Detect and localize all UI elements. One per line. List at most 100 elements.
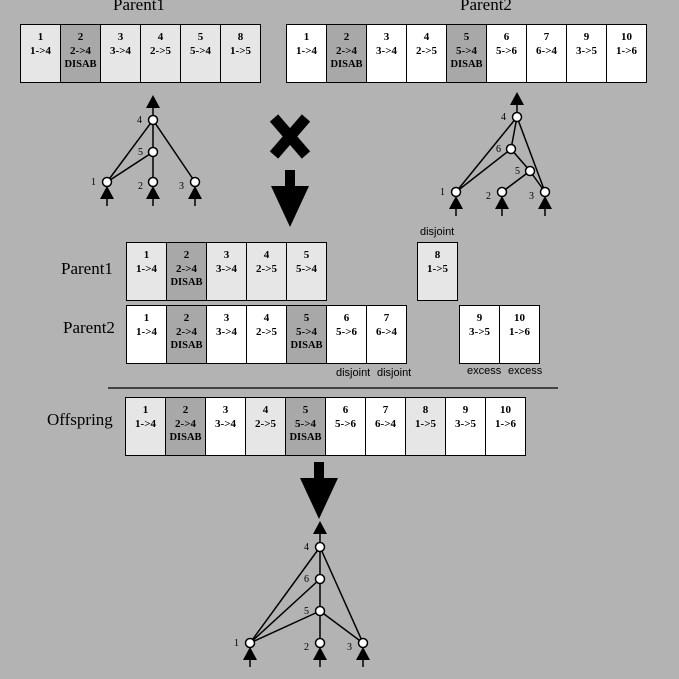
gene-connection: 5->4	[296, 326, 317, 338]
gene-connection: 1->5	[230, 45, 251, 57]
gene-connection: 3->4	[215, 418, 236, 430]
gene-connection: 2->4	[175, 418, 196, 430]
gene-innovation-number: 9	[583, 31, 590, 43]
node-2	[147, 176, 159, 188]
node-4	[147, 114, 159, 126]
gene-connection: 2->5	[256, 263, 277, 275]
node-6	[505, 143, 517, 155]
gene-innovation-number: 10	[621, 31, 632, 43]
gene-innovation-number: 8	[422, 404, 429, 416]
gene-cell: 9 3->5	[566, 24, 607, 83]
gene-disabled-flag: DISAB	[450, 59, 483, 70]
gene-disabled-flag: DISAB	[289, 432, 322, 443]
node-label-1: 1	[440, 187, 445, 198]
gene-innovation-number: 2	[343, 31, 350, 43]
gene-innovation-number: 6	[342, 404, 349, 416]
gene-innovation-number: 5	[302, 404, 309, 416]
gene-connection: 6->4	[536, 45, 557, 57]
node-label-4: 4	[501, 112, 506, 123]
gene-connection: 5->6	[336, 326, 357, 338]
gene-innovation-number: 1	[143, 249, 150, 261]
node-3	[189, 176, 201, 188]
disjoint-label-top: disjoint	[420, 226, 455, 238]
gene-innovation-number: 5	[303, 312, 310, 324]
gene-cell: 7 6->4	[526, 24, 567, 83]
aligned-parent1-label: Parent1	[61, 259, 113, 278]
gene-innovation-number: 2	[77, 31, 84, 43]
gene-innovation-number: 4	[423, 31, 430, 43]
offspring-label: Offspring	[47, 410, 113, 429]
gene-cell: 8 1->5	[220, 24, 261, 83]
gene-disabled-flag: DISAB	[170, 277, 203, 288]
excess-label-b: excess	[508, 365, 543, 377]
node-1	[450, 186, 462, 198]
node-2	[314, 637, 326, 649]
gene-innovation-number: 7	[543, 31, 550, 43]
gene-connection: 3->4	[216, 263, 237, 275]
node-label-3: 3	[179, 181, 184, 192]
gene-innovation-number: 1	[143, 312, 150, 324]
gene-connection: 6->4	[375, 418, 396, 430]
gene-innovation-number: 6	[343, 312, 350, 324]
gene-connection: 5->4	[295, 418, 316, 430]
gene-innovation-number: 5	[197, 31, 204, 43]
gene-disabled-flag: DISAB	[64, 59, 97, 70]
node-5	[314, 605, 326, 617]
node-2	[496, 186, 508, 198]
node-6	[314, 573, 326, 585]
node-5	[524, 165, 536, 177]
node-label-1: 1	[91, 177, 96, 188]
gene-innovation-number: 2	[182, 404, 189, 416]
gene-innovation-number: 9	[476, 312, 483, 324]
gene-connection: 5->4	[296, 263, 317, 275]
gene-connection: 5->4	[190, 45, 211, 57]
gene-connection: 3->4	[216, 326, 237, 338]
gene-connection: 3->5	[576, 45, 597, 57]
disjoint-label-b: disjoint	[377, 367, 412, 379]
gene-connection: 1->5	[415, 418, 436, 430]
node-label-5: 5	[138, 147, 143, 158]
gene-connection: 1->4	[30, 45, 51, 57]
gene-innovation-number: 3	[223, 249, 230, 261]
node-label-5: 5	[304, 606, 309, 617]
node-label-2: 2	[138, 181, 143, 192]
gene-cell: 8 1->5	[405, 397, 446, 456]
gene-connection: 2->4	[176, 263, 197, 275]
node-label-2: 2	[304, 642, 309, 653]
node-label-2: 2	[486, 191, 491, 202]
gene-connection: 2->5	[150, 45, 171, 57]
node-label-6: 6	[496, 144, 501, 155]
gene-connection: 1->4	[135, 418, 156, 430]
gene-innovation-number: 8	[237, 31, 244, 43]
node-label-3: 3	[347, 642, 352, 653]
gene-innovation-number: 5	[463, 31, 470, 43]
gene-connection: 1->4	[136, 326, 157, 338]
gene-innovation-number: 2	[183, 312, 190, 324]
gene-innovation-number: 7	[383, 312, 390, 324]
gene-connection: 2->4	[70, 45, 91, 57]
